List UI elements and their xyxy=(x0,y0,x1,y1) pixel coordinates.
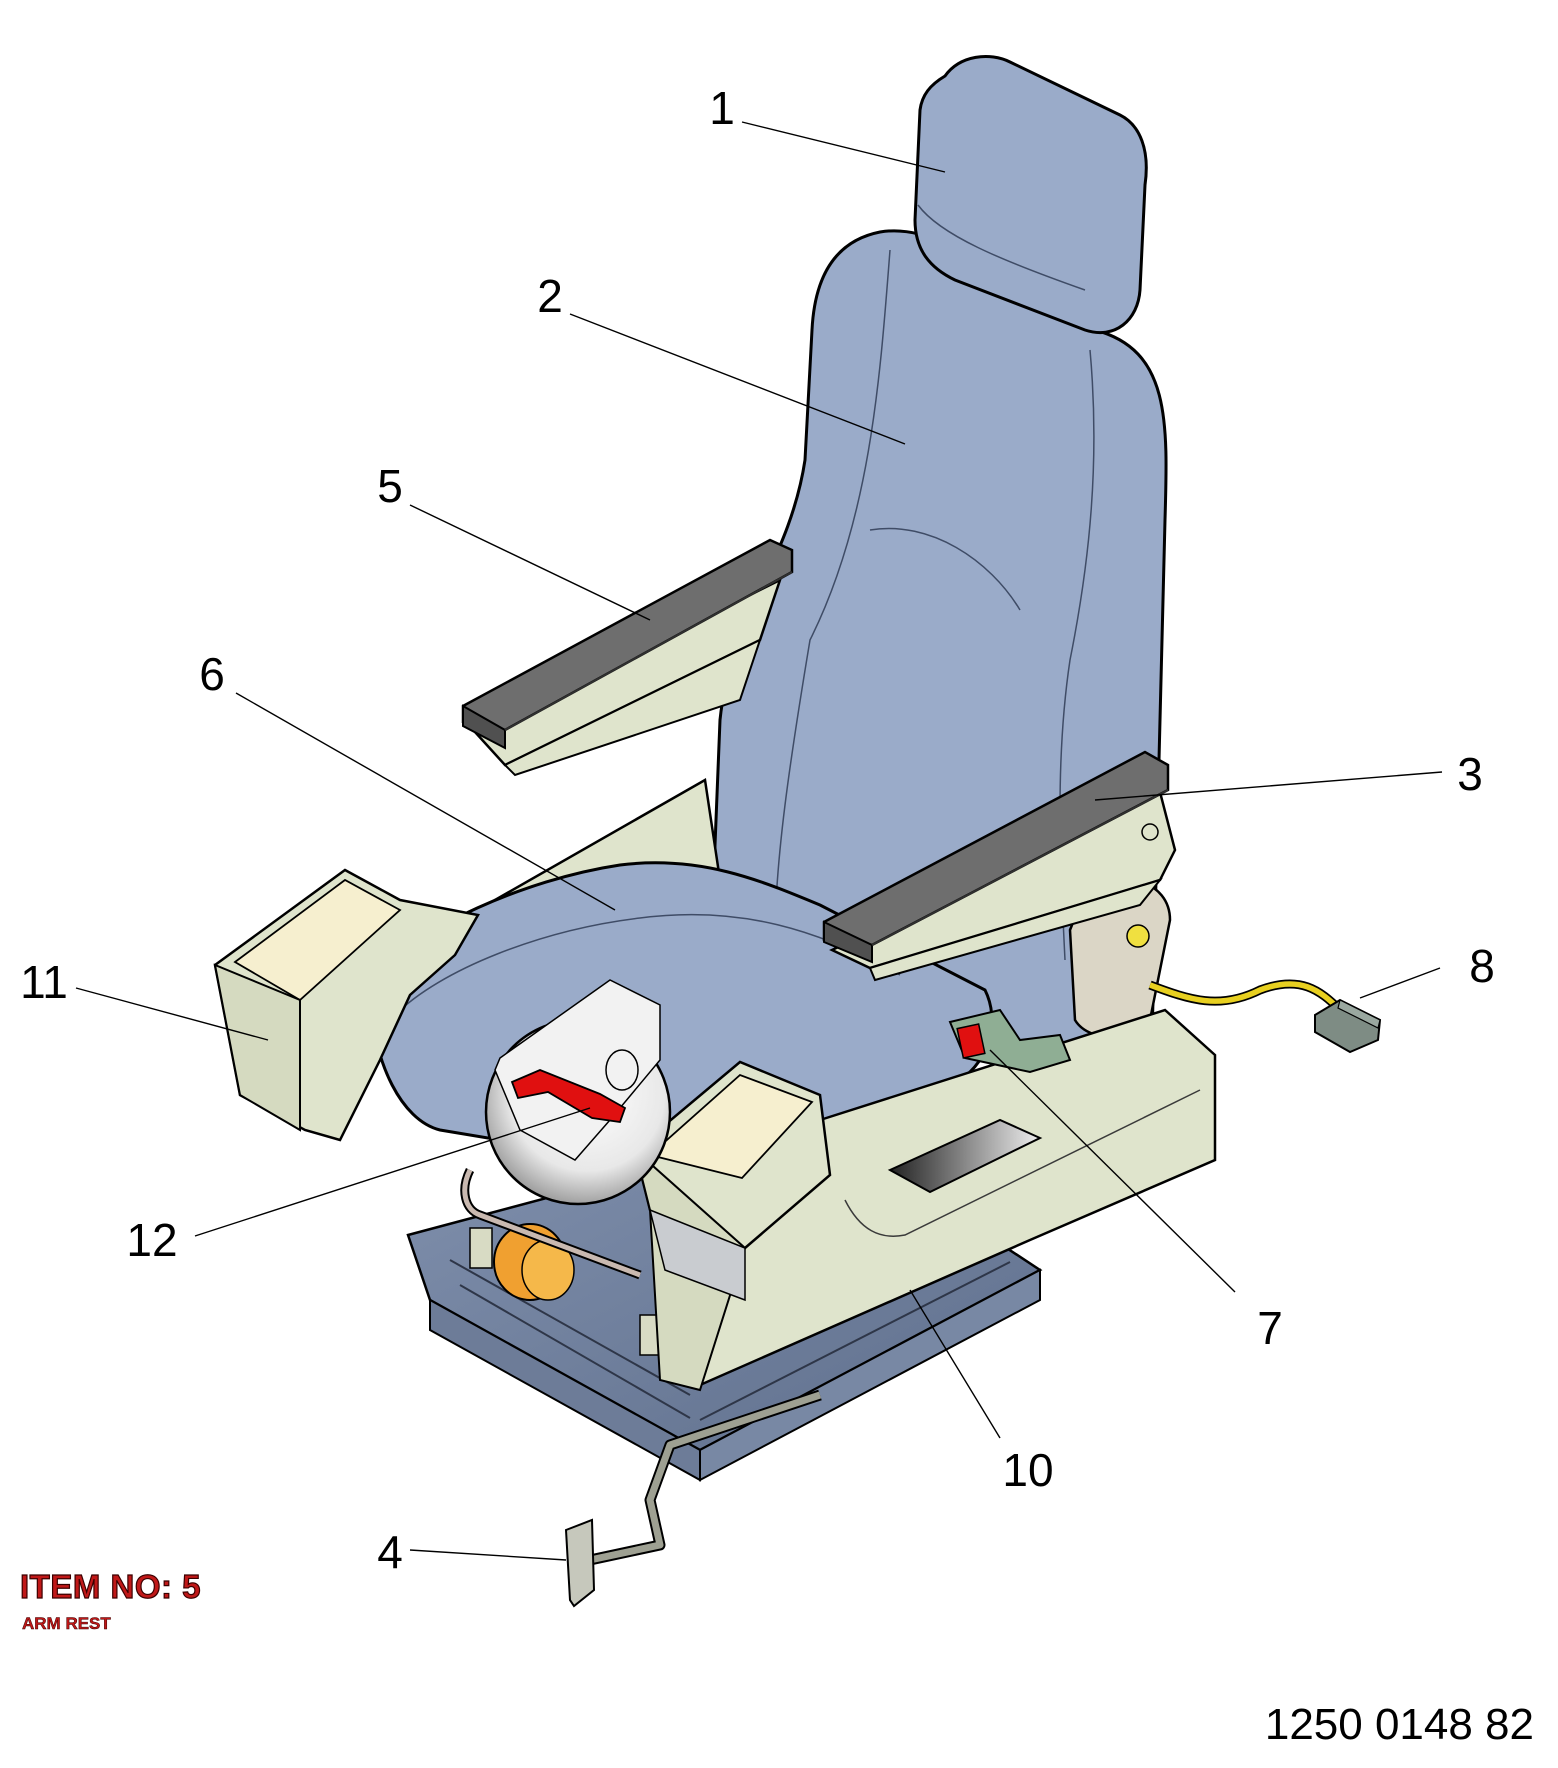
right-storage-box xyxy=(633,1060,832,1392)
leader-2 xyxy=(569,313,906,445)
leader-10 xyxy=(909,1289,1001,1439)
callout-12: 12 xyxy=(126,1214,177,1266)
leader-4 xyxy=(409,1549,567,1561)
leader-6 xyxy=(235,692,616,911)
left-armrest xyxy=(461,538,794,777)
item-name-subtitle: ARM REST xyxy=(22,1614,111,1634)
height-lever-pedal xyxy=(564,1389,822,1608)
drawing-number: 1250 0148 82 xyxy=(1264,1700,1534,1749)
left-storage-box xyxy=(213,868,480,1142)
callout-7: 7 xyxy=(1257,1302,1283,1354)
leader-7 xyxy=(989,1049,1236,1293)
callout-4: 4 xyxy=(377,1526,403,1578)
callout-3: 3 xyxy=(1457,748,1483,800)
leader-lines xyxy=(75,121,1443,1561)
leader-8 xyxy=(1359,967,1441,999)
callout-10: 10 xyxy=(1002,1444,1053,1496)
leader-3 xyxy=(1094,771,1443,801)
leader-1 xyxy=(741,121,946,173)
leader-12 xyxy=(194,1107,591,1237)
callout-5: 5 xyxy=(377,460,403,512)
seatbelt-wiring xyxy=(1148,979,1382,1054)
callout-1: 1 xyxy=(709,82,735,134)
suspension-knob xyxy=(460,1167,642,1301)
item-number-title: ITEM NO: 5 xyxy=(19,1567,202,1605)
callout-labels: 1 2 3 4 5 6 7 8 10 11 12 xyxy=(20,82,1495,1578)
headrest xyxy=(913,55,1148,335)
callout-8: 8 xyxy=(1469,940,1495,992)
callout-6: 6 xyxy=(199,648,225,700)
leader-11 xyxy=(75,987,269,1041)
callout-11: 11 xyxy=(20,956,68,1008)
seatbelt-buckle xyxy=(948,1008,1072,1074)
right-armrest xyxy=(822,750,1177,1039)
leader-5 xyxy=(409,504,651,621)
callout-2: 2 xyxy=(537,270,563,322)
